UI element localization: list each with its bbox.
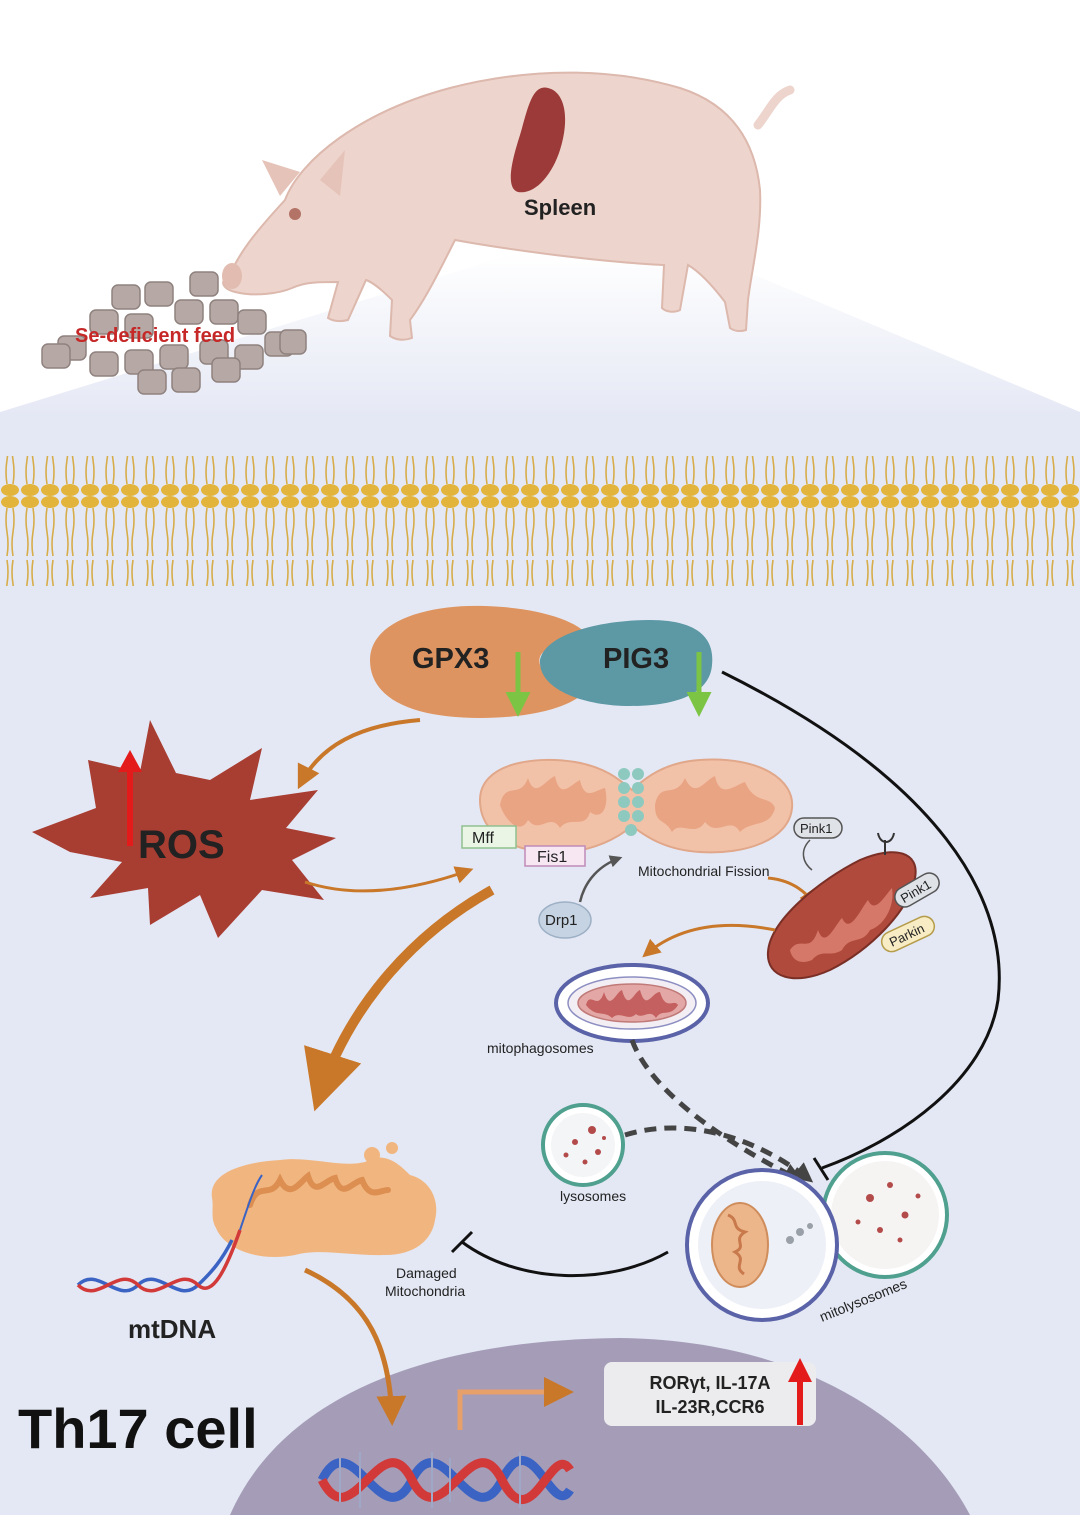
- gpx3-protein: [370, 605, 592, 718]
- mtdna-label: mtDNA: [128, 1314, 216, 1344]
- mitolysosome-inhibition-line: [461, 1240, 669, 1278]
- gpx3-pig3-complex: GPX3 PIG3: [370, 605, 713, 718]
- spleen-label: Spleen: [524, 195, 596, 220]
- damaged-mitochondrion: [211, 1142, 437, 1257]
- transcription-arrow: [457, 1377, 574, 1430]
- drp1-blob: [538, 901, 592, 939]
- spleen-icon: [510, 87, 566, 193]
- ros-to-fission-arrow: [304, 866, 474, 893]
- zoom-trapezoid: [0, 252, 1080, 412]
- fission-to-damaged-arrow: [304, 885, 495, 1112]
- mitolysosome: [685, 1151, 949, 1322]
- fission-label: Mitochondrial Fission: [638, 863, 770, 879]
- fis1-label: Fis1: [537, 849, 567, 866]
- parkin-to-mitophagosome-arrow: [642, 923, 776, 958]
- pink1-label-upper: Pink1: [800, 821, 833, 836]
- ros-label: ROS: [138, 823, 225, 867]
- mff-label: Mff: [472, 830, 494, 847]
- cell-label: Th17 cell: [18, 1397, 258, 1460]
- pig3-protein: [539, 620, 713, 706]
- damaged-label-line2: Mitochondria: [385, 1283, 465, 1299]
- damaged-to-nucleus-arrow: [303, 1267, 407, 1426]
- lysosomes-label: lysosomes: [560, 1188, 626, 1204]
- fis1-box: [524, 845, 586, 867]
- mitophagosome: [554, 963, 710, 1043]
- gpx3-to-ros-arrow: [297, 718, 421, 790]
- pig3-inhibition-line: [721, 670, 1001, 1170]
- dna-icon: [317, 1452, 574, 1508]
- damaged-label-line1: Damaged: [396, 1265, 457, 1281]
- drp1-arrow: [578, 855, 623, 903]
- feed-label: Se-deficient feed: [75, 325, 235, 347]
- cell-background: [0, 412, 1080, 1515]
- pig3-label: PIG3: [603, 643, 669, 675]
- lysosome: [541, 1103, 625, 1187]
- ros-burst: [32, 720, 336, 938]
- lysosome-to-mitolysosome-arrow: [624, 1125, 814, 1183]
- fissioning-mitochondrion: [478, 758, 794, 854]
- gene-label-line2: IL-23R,CCR6: [655, 1397, 764, 1417]
- gpx3-label: GPX3: [412, 643, 489, 675]
- gene-box: [604, 1362, 816, 1426]
- pig-icon: [222, 71, 795, 341]
- cell-membrane: [0, 456, 1080, 586]
- feed-pellets-icon: [41, 271, 307, 395]
- mitophagosomes-label: mitophagosomes: [487, 1040, 594, 1056]
- pink1-tag-upper: [793, 817, 843, 839]
- gene-label-line1: RORγt, IL-17A: [649, 1373, 770, 1393]
- mitophagosome-to-mitolysosome-arrow: [629, 1039, 804, 1183]
- mff-box: [461, 825, 517, 849]
- drp1-label: Drp1: [545, 912, 578, 929]
- dna-icon: [76, 1174, 263, 1293]
- parkin-mitochondrion: [766, 832, 917, 980]
